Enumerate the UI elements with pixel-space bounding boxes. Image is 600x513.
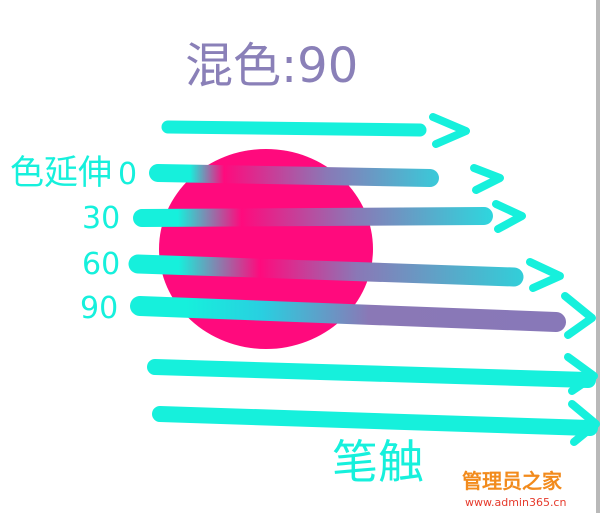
- watermark-url: www.admin365.cn: [465, 496, 566, 509]
- row-label-0: 0: [118, 157, 137, 192]
- arrow-icon: [429, 113, 470, 148]
- arrow-icon: [564, 353, 598, 395]
- stroke-row-60: [128, 254, 524, 287]
- watermark: 管理员之家 www.admin365.cn: [462, 469, 566, 509]
- arrow-icon: [568, 400, 600, 446]
- arrow-icon: [470, 164, 504, 194]
- cyan-stroke: [147, 359, 596, 388]
- row-label-90: 90: [80, 291, 118, 326]
- canvas-edge: [596, 0, 600, 513]
- row-label-60: 60: [82, 247, 120, 282]
- stroke-row-0: [149, 164, 439, 187]
- stroke-row-90: [130, 296, 566, 332]
- stroke-row-30: [133, 207, 493, 227]
- cyan-stroke: [152, 406, 598, 436]
- arrow-icon: [561, 292, 596, 339]
- top-stroke: [161, 120, 427, 137]
- row-label-prefix: 色延伸: [10, 153, 112, 193]
- title: 混色:90: [185, 38, 358, 94]
- arrow-icon: [492, 200, 526, 233]
- row-label-30: 30: [82, 201, 120, 236]
- arrow-icon: [526, 258, 564, 292]
- brush-label: 笔触: [332, 435, 424, 489]
- watermark-name: 管理员之家: [462, 469, 563, 493]
